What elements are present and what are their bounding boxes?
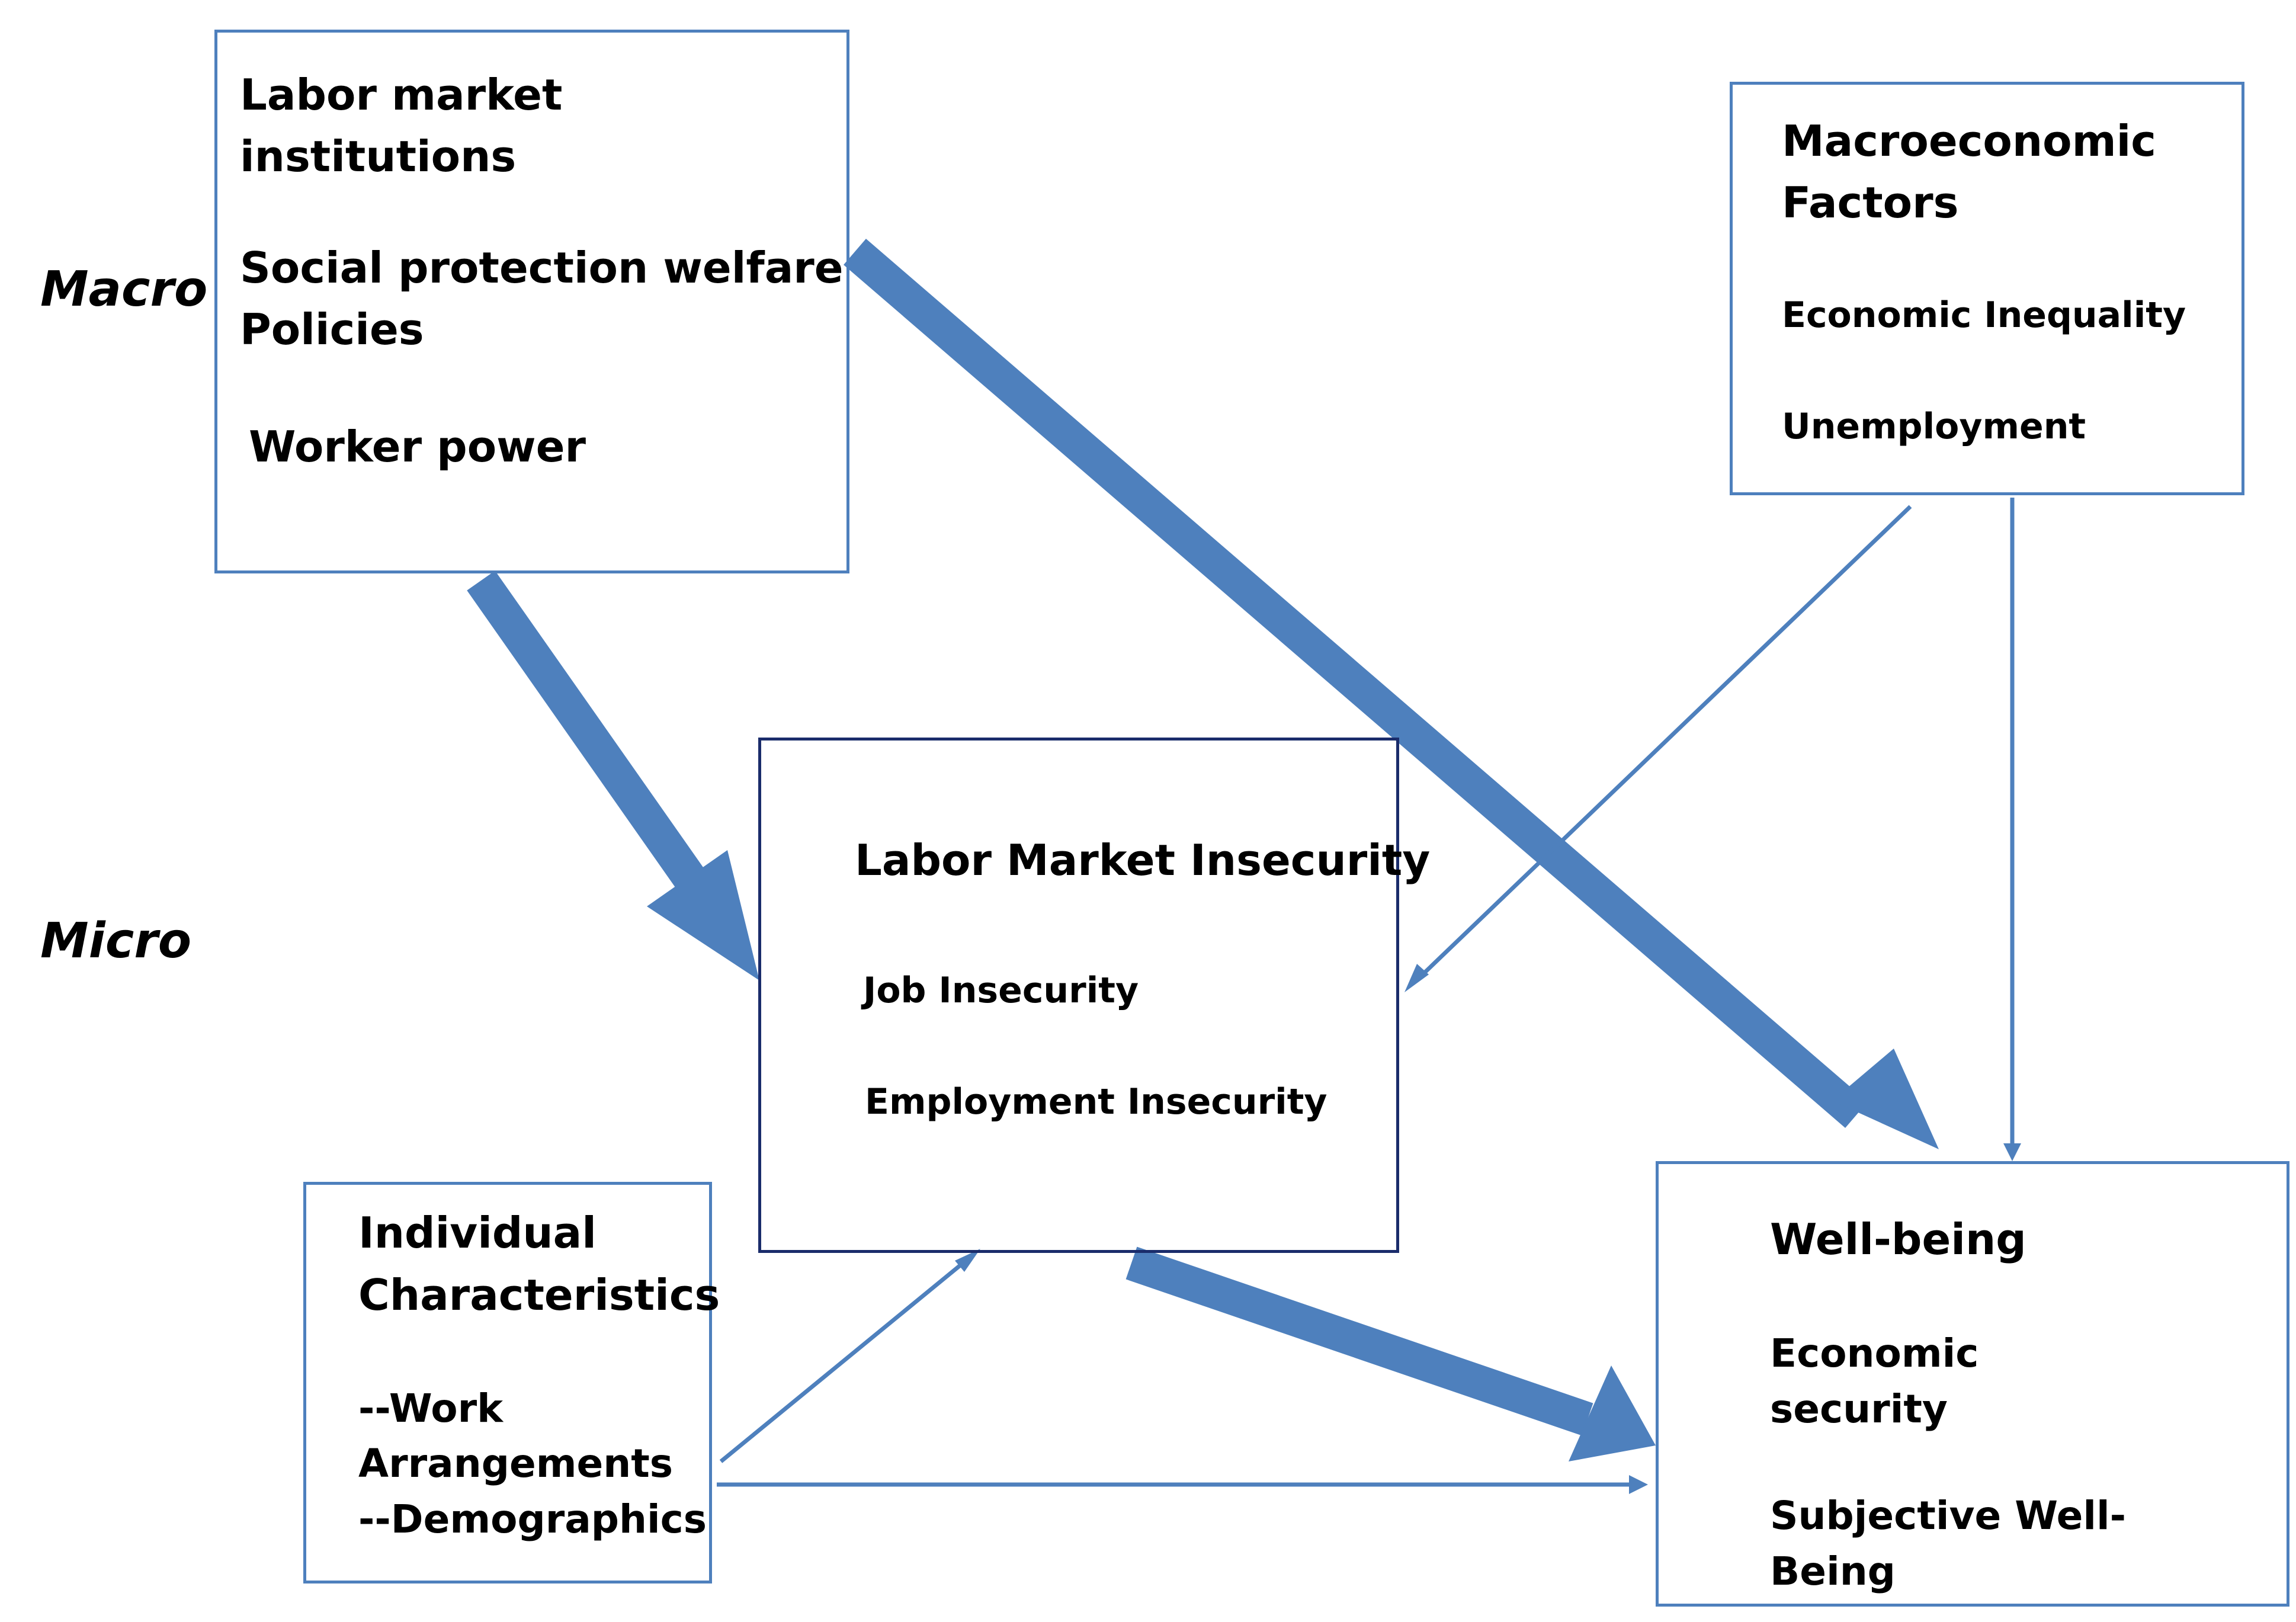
institutions-box	[214, 30, 849, 573]
wellbeing-title: Well-being	[1770, 1214, 2026, 1264]
wellbeing-item-economic-line2: security	[1770, 1386, 1948, 1432]
macroeconomic-title-line2: Factors	[1782, 178, 1959, 227]
individual-item-demographics: --Demographics	[358, 1496, 707, 1542]
individual-item-work: --Work	[358, 1386, 504, 1431]
individual-title-line2: Characteristics	[358, 1270, 720, 1320]
level-label-micro: Micro	[40, 913, 192, 969]
wellbeing-item-subjective-line1: Subjective Well-	[1770, 1493, 2127, 1538]
institutions-line3: Social protection welfare	[240, 243, 844, 293]
macroeconomic-item-inequality: Economic Inequality	[1782, 294, 2186, 336]
arrow-institutions-to-insecurity	[467, 570, 759, 980]
individual-box	[303, 1182, 712, 1583]
insecurity-title: Labor Market Insecurity	[855, 835, 1431, 885]
arrow-individual-to-insecurity	[719, 1249, 980, 1463]
insecurity-box	[758, 738, 1399, 1253]
institutions-line2: institutions	[240, 132, 517, 181]
institutions-line5: Worker power	[249, 422, 586, 472]
macroeconomic-item-unemployment: Unemployment	[1782, 406, 2086, 447]
individual-title-line1: Individual	[358, 1208, 597, 1258]
institutions-line1: Labor market	[240, 70, 563, 120]
insecurity-item-employment: Employment Insecurity	[865, 1081, 1327, 1123]
level-label-macro: Macro	[40, 261, 208, 318]
arrow-individual-to-wellbeing	[717, 1475, 1648, 1494]
arrow-institutions-to-wellbeing	[844, 239, 1939, 1149]
macroeconomic-title-line1: Macroeconomic	[1782, 116, 2156, 166]
individual-item-arrangements: Arrangements	[358, 1441, 674, 1486]
arrow-insecurity-to-wellbeing	[1125, 1246, 1656, 1461]
wellbeing-item-economic-line1: Economic	[1770, 1331, 1979, 1376]
wellbeing-item-subjective-line2: Being	[1770, 1549, 1896, 1594]
wellbeing-box	[1656, 1161, 2289, 1607]
macroeconomic-box	[1730, 82, 2244, 495]
insecurity-item-job: Job Insecurity	[863, 970, 1139, 1011]
institutions-line4: Policies	[240, 304, 424, 354]
arrow-macro-to-insecurity	[1404, 505, 1912, 992]
arrow-macro-to-wellbeing	[2003, 498, 2021, 1161]
